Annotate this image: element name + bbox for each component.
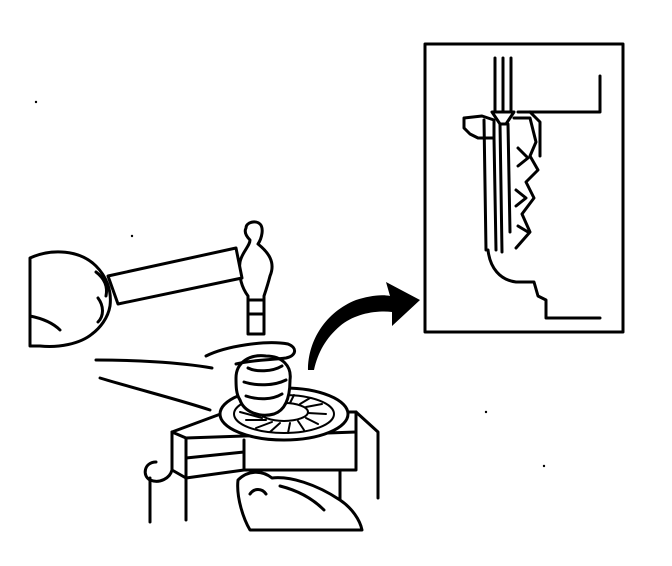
detail-inset (423, 42, 625, 334)
pointer-arrow (308, 282, 420, 370)
hammer-and-hand (28, 246, 244, 348)
drift-punch (238, 220, 274, 336)
lower-hand (236, 470, 364, 532)
speck-marks (34, 100, 546, 468)
holding-hand (94, 341, 296, 417)
